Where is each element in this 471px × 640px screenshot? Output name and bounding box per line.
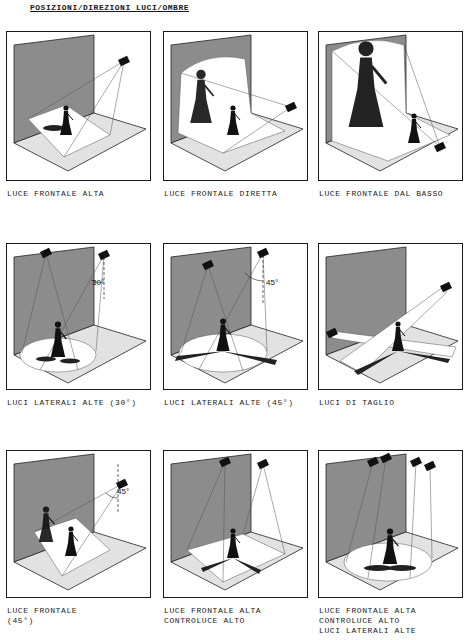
wall-shadow	[39, 506, 55, 542]
light-pool	[178, 57, 285, 153]
panel-art	[14, 247, 146, 383]
panel-art	[171, 454, 303, 590]
panel-art	[171, 35, 303, 171]
light-pool	[332, 40, 450, 161]
angle-arc	[106, 493, 118, 498]
panel-art	[171, 247, 303, 383]
lighting-panel: LUCI LATERALI ALTE (30°)	[6, 243, 151, 390]
angle-label: 45°	[117, 487, 129, 496]
shadow	[201, 558, 233, 572]
shadow	[354, 351, 398, 375]
shadow	[233, 558, 261, 574]
light-cone	[22, 253, 104, 370]
angle-label: 45°	[266, 278, 278, 287]
lighting-panel: LUCE FRONTALE (45°)	[6, 450, 151, 598]
panel-caption: LUCE FRONTALE ALTA	[7, 189, 152, 199]
vertical-reference	[263, 255, 264, 303]
panel-caption: LUCE FRONTALE DIRETTA	[164, 189, 309, 199]
panel-art	[326, 35, 458, 171]
panel-art	[14, 454, 146, 590]
angle-label: 30°	[92, 278, 104, 287]
wall-shadow	[349, 41, 387, 127]
panel-caption: LUCI LATERALI ALTE (45°)	[164, 398, 309, 408]
shadow	[60, 359, 80, 364]
panel-art	[326, 247, 458, 383]
shadow	[388, 565, 416, 571]
panel-caption: LUCE FRONTALE DAL BASSO	[319, 189, 464, 199]
shadow	[221, 351, 277, 365]
lighting-panel: LUCE FRONTALE ALTA CONTROLUCE ALTO LUCI …	[318, 450, 463, 598]
light-beam	[340, 285, 446, 373]
shadow	[175, 351, 225, 361]
panel-caption: LUCE FRONTALE ALTA CONTROLUCE ALTO	[164, 606, 264, 626]
lighting-panel: LUCE FRONTALE DIRETTA	[163, 31, 308, 181]
shadow	[364, 565, 392, 571]
panel-caption: LUCI DI TAGLIO	[319, 398, 464, 408]
lighting-panel: LUCE FRONTALE ALTA	[6, 31, 151, 181]
panel-caption: LUCE FRONTALE ALTA CONTROLUCE ALTO LUCI …	[319, 606, 419, 636]
diagram-title: POSIZIONI/DIREZIONI LUCI/OMBRE	[30, 3, 189, 12]
light-cone	[34, 484, 122, 576]
light-cone	[346, 458, 432, 578]
lighting-panel: LUCE FRONTALE ALTA CONTROLUCE ALTO	[163, 450, 308, 598]
angle-arc	[245, 273, 263, 281]
lighting-panel: LUCI DI TAGLIO	[318, 243, 463, 390]
wall-shadow	[190, 70, 213, 123]
panel-art	[14, 35, 146, 171]
light-cone	[181, 253, 267, 371]
light-cone	[332, 45, 440, 147]
panel-art	[326, 453, 458, 590]
lighting-panel: LUCE FRONTALE DAL BASSO	[318, 31, 463, 181]
shadow	[36, 357, 56, 362]
shadow	[398, 351, 450, 363]
lighting-panel: LUCI LATERALI ALTE (45°)	[163, 243, 308, 390]
light-cone	[28, 61, 124, 157]
light-cone	[187, 462, 285, 582]
panel-caption: LUCE FRONTALE (45°)	[7, 606, 107, 626]
panel-caption: LUCI LATERALI ALTE (30°)	[7, 398, 152, 408]
